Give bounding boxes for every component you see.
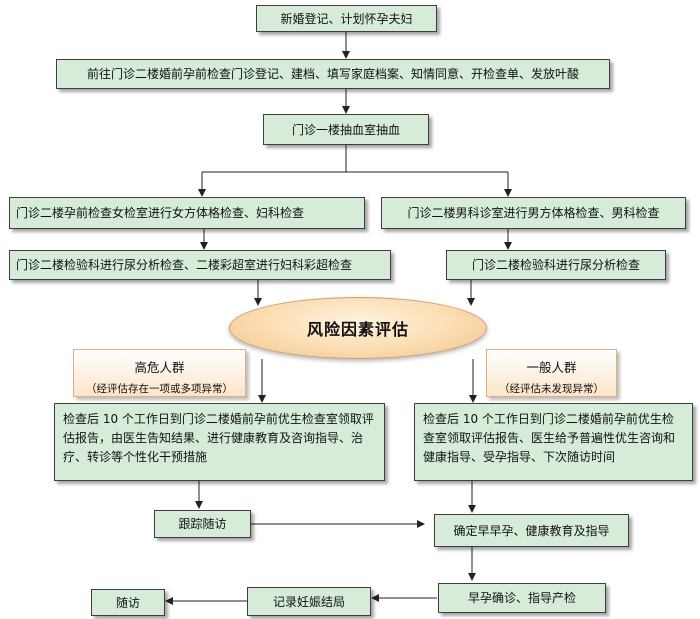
- general-note: （经评估未发现异常）: [499, 383, 604, 395]
- follow-up-node: 随访: [91, 589, 165, 616]
- high-risk-action-node: 检查后 10 个工作日到门诊二楼婚前孕前优生检查室领取评估报告，由医生告知结果、…: [54, 403, 385, 481]
- general-action-label: 检查后 10 个工作日到门诊二楼婚前孕前优生检查室领取评估报告、医生给予普遍性优…: [423, 412, 676, 464]
- start-node: 新婚登记、计划怀孕夫妇: [256, 5, 437, 32]
- general-label-box: 一般人群 （经评估未发现异常）: [486, 349, 617, 397]
- male-exam-node: 门诊二楼男科诊室进行男方体格检查、男科检查: [381, 197, 686, 229]
- record-outcome-node: 记录妊娠结局: [247, 587, 371, 616]
- female-lab-node: 门诊二楼检验科进行尿分析检查、二楼彩超室进行妇科彩超检查: [9, 250, 391, 280]
- high-risk-action-label: 检查后 10 个工作日到门诊二楼婚前孕前优生检查室领取评估报告，由医生告知结果、…: [63, 412, 374, 464]
- record-outcome-label: 记录妊娠结局: [272, 594, 345, 609]
- blood-draw-label: 门诊一楼抽血室抽血: [291, 122, 400, 137]
- high-risk-title: 高危人群: [134, 360, 185, 375]
- high-risk-note: （经评估存在一项或多项异常）: [86, 383, 233, 395]
- confirm-pregnancy-node: 确定早早孕、健康教育及指导: [434, 514, 629, 547]
- follow-up-tracking-node: 跟踪随访: [154, 510, 251, 538]
- female-lab-label: 门诊二楼检验科进行尿分析检查、二楼彩超室进行妇科彩超检查: [16, 258, 353, 272]
- risk-assessment-node: 风险因素评估: [229, 297, 487, 359]
- start-label: 新婚登记、计划怀孕夫妇: [280, 11, 413, 26]
- general-action-node: 检查后 10 个工作日到门诊二楼婚前孕前优生检查室领取评估报告、医生给予普遍性优…: [414, 403, 693, 481]
- female-exam-label: 门诊二楼孕前检查女检室进行女方体格检查、妇科检查: [16, 206, 305, 220]
- early-pregnancy-node: 早孕确诊、指导产检: [438, 583, 606, 613]
- male-lab-node: 门诊二楼检验科进行尿分析检查: [446, 250, 666, 280]
- female-exam-node: 门诊二楼孕前检查女检室进行女方体格检查、妇科检查: [9, 197, 365, 229]
- early-pregnancy-label: 早孕确诊、指导产检: [467, 591, 576, 605]
- risk-assessment-label: 风险因素评估: [306, 320, 409, 339]
- registration-node: 前往门诊二楼婚前孕前检查门诊登记、建档、填写家庭档案、知情同意、开检查单、发放叶…: [56, 59, 610, 89]
- follow-up-label: 随访: [115, 595, 140, 610]
- confirm-pregnancy-label: 确定早早孕、健康教育及指导: [453, 523, 610, 538]
- general-title: 一般人群: [526, 360, 577, 375]
- blood-draw-node: 门诊一楼抽血室抽血: [263, 114, 429, 145]
- registration-label: 前往门诊二楼婚前孕前检查门诊登记、建档、填写家庭档案、知情同意、开检查单、发放叶…: [86, 67, 579, 81]
- male-exam-label: 门诊二楼男科诊室进行男方体格检查、男科检查: [407, 206, 660, 220]
- high-risk-label-box: 高危人群 （经评估存在一项或多项异常）: [73, 349, 246, 397]
- follow-up-tracking-label: 跟踪随访: [178, 517, 227, 531]
- male-lab-label: 门诊二楼检验科进行尿分析检查: [471, 258, 640, 272]
